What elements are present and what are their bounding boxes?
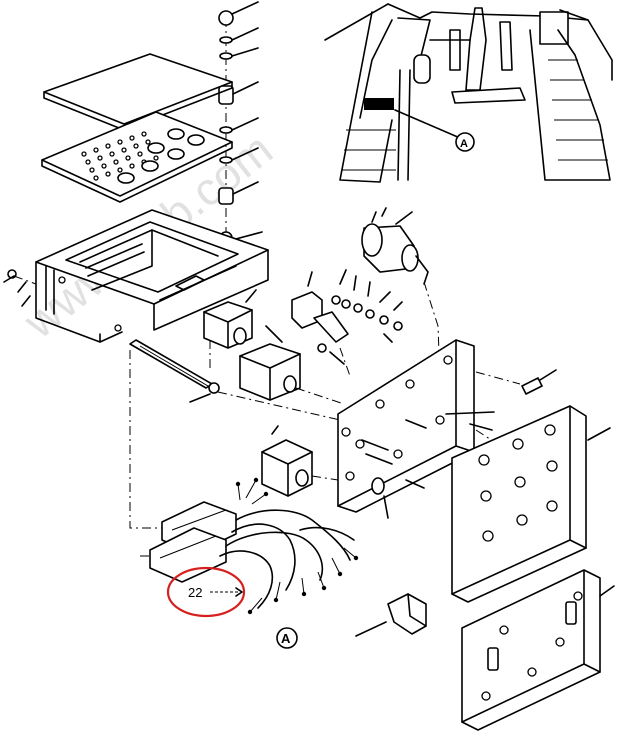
panel-hole (109, 151, 115, 157)
panel-hole (129, 135, 135, 141)
panel-hole (137, 151, 143, 157)
callout-number: 22 (188, 585, 202, 600)
panel-hole (141, 131, 147, 137)
wire-terminal (273, 597, 279, 603)
spring-clip (355, 593, 427, 637)
toggle-switch-lower (261, 425, 339, 497)
panel-hole (97, 155, 103, 161)
panel-hole (117, 139, 123, 145)
panel-hole (89, 167, 95, 173)
cover-plate-lower (461, 569, 615, 731)
callout-highlight-ring (166, 566, 246, 618)
wire-terminal (263, 491, 269, 497)
relay-block-middle (239, 325, 345, 405)
panel-hole (101, 163, 107, 169)
cab-location-inset: A (324, 3, 613, 183)
panel-hole (153, 155, 159, 161)
wire-terminal (353, 555, 359, 561)
panel-hole (85, 159, 91, 165)
callout-22: 22 (166, 566, 246, 618)
panel-hole (125, 155, 131, 161)
wire-terminal (247, 609, 253, 615)
wire-terminal (321, 585, 327, 591)
panel-hole (117, 167, 123, 173)
detail-a-marker: A (276, 627, 298, 649)
panel-hole (129, 163, 135, 169)
panel-hole (93, 175, 99, 181)
control-box-housing (35, 209, 269, 343)
shaft-rod (129, 339, 341, 421)
wire-terminal (337, 571, 343, 577)
panel-hole (81, 151, 87, 157)
panel-hole (121, 147, 127, 153)
panel-hole (105, 143, 111, 149)
top-cover-plate (43, 53, 233, 131)
panel-hole (133, 143, 139, 149)
switch-panel-plate (41, 111, 233, 203)
connector-fittings (331, 269, 403, 343)
panel-hole (145, 139, 151, 145)
relay-block-upper (203, 289, 257, 372)
wire-terminal (253, 477, 259, 483)
panel-hole (105, 171, 111, 177)
panel-hole (113, 159, 119, 165)
inset-detail-letter: A (460, 138, 468, 150)
toggle-switch-upper (291, 271, 351, 377)
cover-plate-upper (451, 405, 611, 603)
motor-assembly (361, 207, 441, 381)
panel-hole (93, 147, 99, 153)
wire-terminal (235, 481, 241, 487)
wire-terminal (301, 591, 307, 597)
mounting-bracket-plate (337, 339, 521, 519)
detail-letter: A (281, 631, 291, 646)
left-fasteners (3, 269, 37, 307)
